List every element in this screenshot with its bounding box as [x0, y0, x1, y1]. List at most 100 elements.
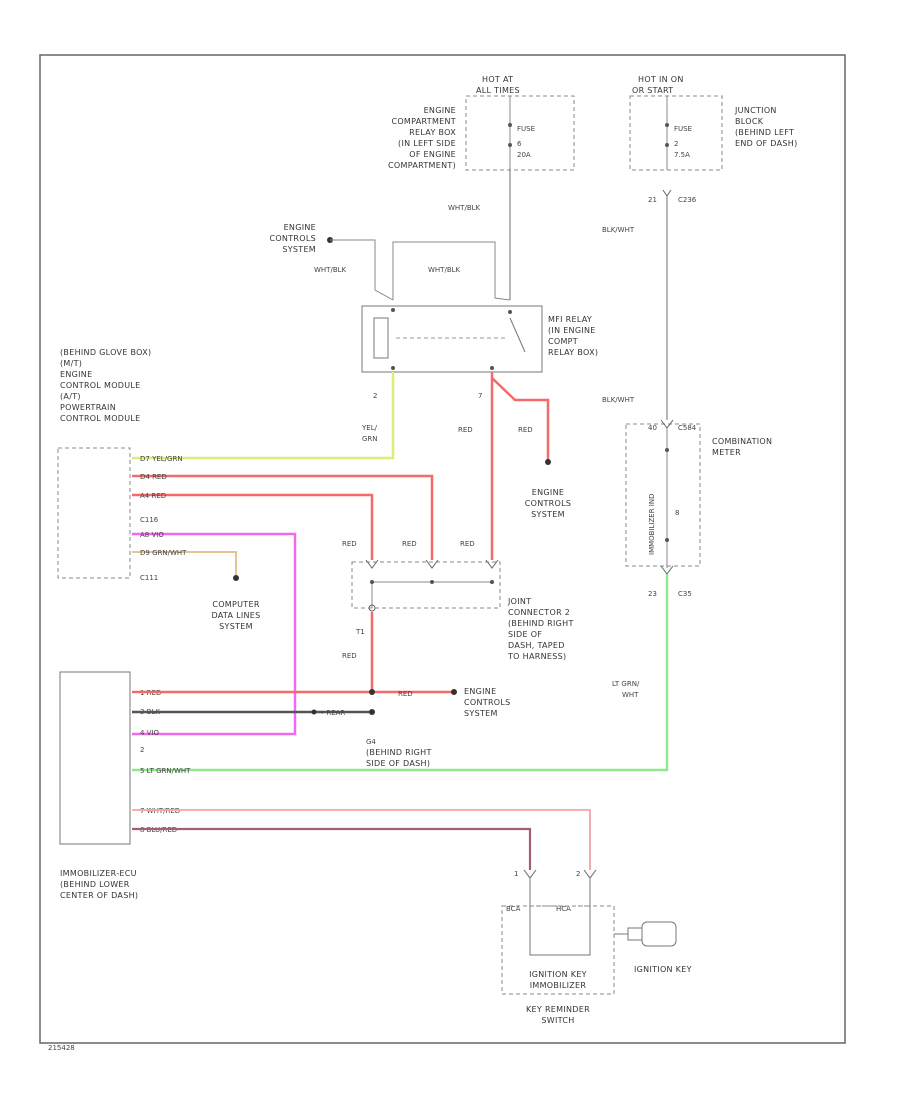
connector-hca-label: HCA — [556, 905, 571, 913]
mfi-relay-switch — [509, 317, 526, 353]
ignition-key-label: IGNITION KEY — [634, 965, 692, 974]
svg-text:2: 2 — [674, 140, 678, 148]
mfi-relay-pin-bottom-left — [391, 366, 395, 370]
svg-text:SWITCH: SWITCH — [541, 1016, 574, 1025]
ignition-coil-label: IGNITION KEY IMMOBILIZER — [529, 970, 587, 990]
svg-text:HOT AT: HOT AT — [482, 75, 513, 84]
svg-text:COMPARTMENT: COMPARTMENT — [391, 117, 456, 126]
wire-wht-red — [132, 809, 591, 870]
svg-text:IMMOBILIZER-ECU: IMMOBILIZER-ECU — [60, 869, 137, 878]
svg-text:JOINT: JOINT — [507, 597, 531, 606]
fuse-2-label: FUSE 2 7.5A — [674, 125, 692, 159]
junction-block-label: JUNCTION BLOCK (BEHIND LEFT END OF DASH) — [734, 106, 797, 148]
svg-text:CONNECTOR 2: CONNECTOR 2 — [508, 608, 570, 617]
key-switch-pin-1-label: 1 — [514, 870, 518, 878]
svg-text:SYSTEM: SYSTEM — [219, 622, 253, 631]
wire-violet — [132, 532, 297, 736]
imm-pin-7: 7 WHT/RED — [140, 807, 180, 815]
t1-label: T1 — [355, 628, 365, 636]
splice-red — [369, 689, 375, 695]
svg-text:COMPARTMENT): COMPARTMENT) — [388, 161, 456, 170]
svg-text:LT GRN/: LT GRN/ — [612, 680, 640, 688]
svg-text:CENTER OF DASH): CENTER OF DASH) — [60, 891, 138, 900]
svg-text:(M/T): (M/T) — [60, 359, 82, 368]
wire-label-wht-blk-mid: WHT/BLK — [428, 266, 461, 274]
svg-text:20A: 20A — [517, 151, 531, 159]
fuse-6-terminal-top — [508, 123, 512, 127]
wire-yel-grn — [132, 372, 395, 460]
wire-label-yel-grn: YEL/ GRN — [361, 424, 378, 443]
svg-text:CONTROL MODULE: CONTROL MODULE — [60, 414, 141, 423]
wire-label-lt-grn-wht: LT GRN/ WHT — [612, 680, 640, 699]
ground-g4-label: G4 — [366, 738, 376, 746]
wire-grn-wht — [132, 551, 237, 576]
svg-text:COMBINATION: COMBINATION — [712, 437, 772, 446]
svg-text:IMMOBILIZER: IMMOBILIZER — [530, 981, 587, 990]
mfi-relay-box — [361, 305, 543, 373]
mfi-relay-coil — [373, 317, 389, 359]
immobilizer-ecu-label: IMMOBILIZER-ECU (BEHIND LOWER CENTER OF … — [60, 869, 138, 900]
hot-at-all-times-label: HOT AT ALL TIMES — [476, 75, 520, 95]
ignition-coil-loop — [529, 878, 591, 956]
svg-text:(A/T): (A/T) — [60, 392, 81, 401]
joint-node-3 — [490, 580, 494, 584]
svg-text:HOT IN ON: HOT IN ON — [638, 75, 684, 84]
ecm-pin-a8: A8 VIO — [140, 531, 164, 539]
relay-pin-7-label: 7 — [478, 392, 482, 400]
svg-text:ENGINE: ENGINE — [60, 370, 92, 379]
ground-label: • REAR — [320, 709, 345, 717]
computer-data-label: COMPUTER DATA LINES SYSTEM — [211, 600, 260, 631]
engine-controls-label-2: ENGINE CONTROLS SYSTEM — [525, 488, 572, 519]
connector-c584-label: C584 — [678, 424, 697, 432]
joint-connector-label: JOINT CONNECTOR 2 (BEHIND RIGHT SIDE OF … — [507, 597, 573, 661]
wire-label-wht-blk-left: WHT/BLK — [314, 266, 347, 274]
imm-pin-2: 2 — [140, 746, 144, 754]
wire-label-red-b: RED — [518, 426, 533, 434]
imm-pin-4: 4 VIO — [140, 729, 160, 737]
meter-indicator-bottom — [665, 538, 669, 542]
ground-g4-location: (BEHIND RIGHT SIDE OF DASH) — [366, 748, 431, 768]
ecm-pin-d7: D7 YEL/GRN — [140, 455, 183, 463]
wire-wht-blk-mid — [392, 241, 511, 301]
svg-text:METER: METER — [712, 448, 741, 457]
svg-text:RELAY BOX): RELAY BOX) — [548, 348, 598, 357]
engine-controls-label-1: ENGINE CONTROLS SYSTEM — [269, 223, 316, 254]
ecm-pin-a4: A4 RED — [140, 492, 166, 500]
connector-23-label: 23 — [648, 590, 657, 598]
ground-point — [311, 709, 317, 715]
diagram-frame — [39, 54, 846, 1044]
svg-text:DASH, TAPED: DASH, TAPED — [508, 641, 565, 650]
svg-text:OF ENGINE: OF ENGINE — [409, 150, 456, 159]
svg-text:FUSE: FUSE — [674, 125, 692, 133]
joint-pin-2 — [425, 559, 439, 569]
joint-node-2 — [430, 580, 434, 584]
junction-block-outline — [629, 95, 723, 171]
mfi-relay-pin-top-right — [508, 310, 512, 314]
joint-connector-2-box — [351, 561, 501, 609]
svg-text:ENGINE: ENGINE — [532, 488, 564, 497]
svg-text:CONTROL MODULE: CONTROL MODULE — [60, 381, 141, 390]
mfi-relay-pin-bottom-right — [490, 366, 494, 370]
wire-label-red-j1: RED — [342, 540, 357, 548]
splice-blk — [369, 709, 375, 715]
imm-pin-5: 5 LT GRN/WHT — [140, 767, 191, 775]
svg-text:CONTROLS: CONTROLS — [525, 499, 572, 508]
svg-text:SYSTEM: SYSTEM — [282, 245, 316, 254]
connector-c236-label: C236 — [678, 196, 697, 204]
meter-pin-8: 8 — [675, 509, 679, 517]
key-switch-pin-2-label: 2 — [576, 870, 580, 878]
connector-c116-label: C116 — [140, 516, 159, 524]
connector-c111-label: C111 — [140, 574, 158, 582]
immobilizer-indicator-label: IMMOBILIZER IND — [648, 494, 656, 555]
svg-text:RELAY BOX: RELAY BOX — [409, 128, 456, 137]
relay-pin-2-label: 2 — [373, 392, 377, 400]
ecm-box — [57, 447, 131, 579]
svg-text:(IN ENGINE: (IN ENGINE — [548, 326, 596, 335]
svg-text:(BEHIND LEFT: (BEHIND LEFT — [735, 128, 794, 137]
wire-red-d4 — [132, 474, 434, 560]
diagram-id: 215428 — [48, 1044, 75, 1052]
svg-text:ENGINE: ENGINE — [424, 106, 456, 115]
ecm-pin-d9: D9 GRN/WHT — [140, 549, 187, 557]
fuse-2-terminal-top — [665, 123, 669, 127]
wire-label-wht-blk-top: WHT/BLK — [448, 204, 481, 212]
